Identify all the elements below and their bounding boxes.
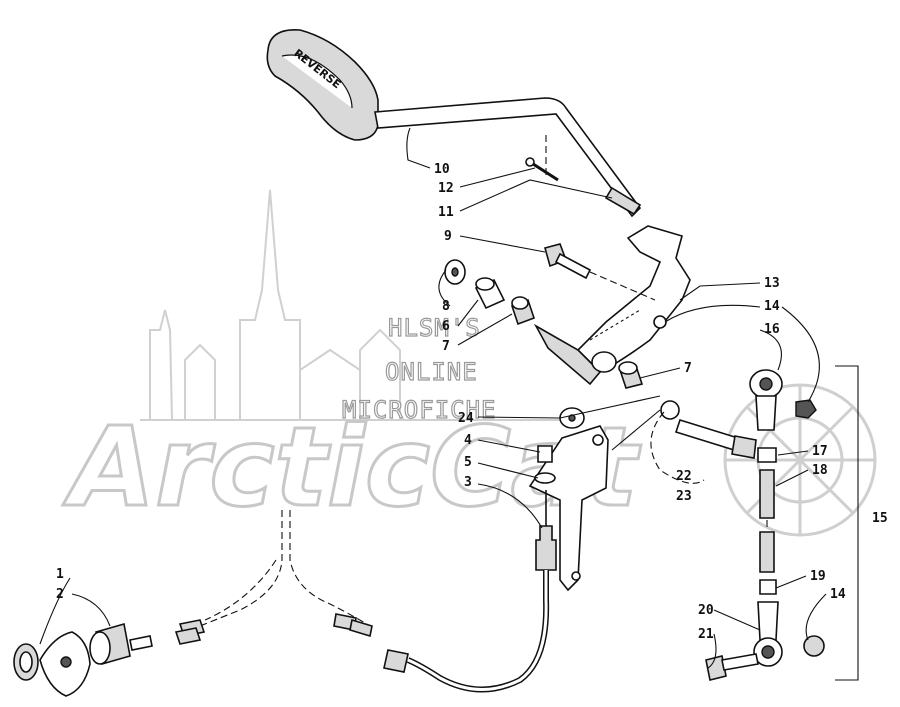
- bolt-21: [705, 653, 759, 681]
- bolt-22: [660, 400, 757, 459]
- callout-9: 9: [444, 229, 452, 244]
- switch-bracket: [528, 425, 609, 592]
- wire-harness: [174, 510, 373, 645]
- jam-nut-17: [757, 447, 777, 463]
- washer-24: [559, 407, 585, 429]
- spacer-7-lower: [618, 361, 644, 389]
- callout-4: 4: [464, 433, 472, 448]
- callout-17: 17: [812, 444, 828, 459]
- washer-8: [444, 259, 466, 285]
- jam-nut-19: [759, 579, 777, 595]
- callout-16: 16: [764, 322, 780, 337]
- switch-body: [535, 490, 557, 571]
- switch-cable: [383, 570, 550, 693]
- watermark-skyline: [140, 189, 560, 421]
- callout-8: 8: [442, 299, 450, 314]
- switch-2: [89, 622, 153, 666]
- rod-end-20: [753, 601, 783, 667]
- mount-plate: [39, 631, 91, 697]
- callout-14-bottom: 14: [830, 587, 846, 602]
- callout-7-right: 7: [684, 361, 692, 376]
- leader-lines: [39, 127, 827, 669]
- nut-14-upper: [795, 399, 817, 419]
- callout-15: 15: [872, 511, 888, 526]
- callout-22: 22: [676, 469, 692, 484]
- group-15-bracket: [835, 365, 859, 681]
- bolt-9: [544, 243, 656, 301]
- callout-1: 1: [56, 567, 64, 582]
- lever-bracket: [533, 225, 691, 386]
- spacer-7-upper: [510, 296, 536, 326]
- nut-1: [13, 643, 39, 681]
- adjuster-rod-18: [759, 469, 775, 573]
- cotter-pin: [525, 135, 559, 182]
- callout-5: 5: [464, 455, 472, 470]
- svg-text:HLSM'S: HLSM'S: [388, 314, 481, 342]
- bushing-6: [474, 277, 506, 310]
- callout-19: 19: [810, 569, 826, 584]
- svg-text:ONLINE: ONLINE: [385, 358, 478, 386]
- callout-21: 21: [698, 627, 714, 642]
- svg-text:MICROFICHE: MICROFICHE: [342, 396, 497, 424]
- callouts: 10 12 11 9 13 14 16 8 6 7 7 24 4 5 3 22 …: [56, 162, 888, 642]
- callout-11: 11: [438, 205, 454, 220]
- callout-14-top: 14: [764, 299, 780, 314]
- rod-end-16: [749, 369, 783, 431]
- callout-7-left: 7: [442, 339, 450, 354]
- callout-20: 20: [698, 603, 714, 618]
- callout-10: 10: [434, 162, 450, 177]
- callout-24: 24: [458, 411, 474, 426]
- nut-14-lower: [803, 635, 825, 657]
- watermark-text: HLSM'S ONLINE MICROFICHE: [341, 313, 497, 424]
- callout-2: 2: [56, 587, 64, 602]
- callout-12: 12: [438, 181, 454, 196]
- callout-13: 13: [764, 276, 780, 291]
- callout-3: 3: [464, 475, 472, 490]
- callout-6: 6: [442, 319, 450, 334]
- reverse-handle: REVERSE: [266, 29, 642, 218]
- switch-cap-4: [537, 445, 553, 463]
- callout-18: 18: [812, 463, 828, 478]
- callout-23: 23: [676, 489, 692, 504]
